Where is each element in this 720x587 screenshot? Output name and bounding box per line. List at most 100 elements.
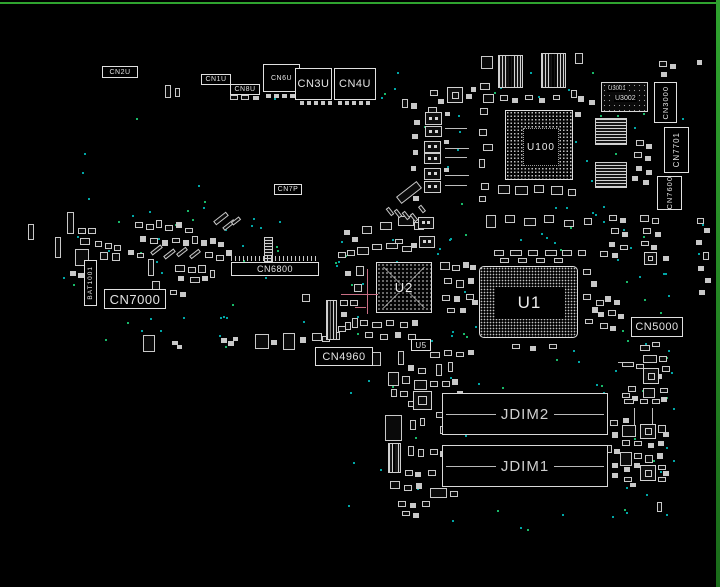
component-BAT1001[interactable]: BAT1001 (84, 260, 97, 306)
component-part[interactable] (643, 355, 657, 363)
component-part[interactable] (658, 477, 666, 482)
component-part[interactable] (656, 374, 662, 379)
component-part[interactable] (210, 238, 216, 244)
component-part[interactable] (705, 278, 711, 283)
component-part[interactable] (658, 465, 666, 470)
component-CN7600[interactable]: CN7600 (657, 176, 682, 210)
component-part[interactable] (623, 418, 629, 423)
component-part[interactable] (643, 388, 655, 398)
component-part[interactable] (70, 271, 76, 276)
component-part[interactable] (328, 101, 332, 105)
component-qfn[interactable] (644, 252, 657, 265)
component-part[interactable] (413, 513, 419, 518)
component-ic[interactable] (424, 153, 441, 164)
component-part[interactable] (192, 236, 198, 244)
component-part[interactable] (634, 453, 642, 459)
component-part[interactable] (466, 94, 472, 99)
component-hatched[interactable] (326, 300, 337, 340)
component-part[interactable] (255, 334, 269, 349)
component-part[interactable] (634, 463, 640, 468)
component-part[interactable] (347, 250, 355, 256)
component-part[interactable] (610, 326, 616, 331)
component-part[interactable] (444, 140, 449, 144)
component-part[interactable] (408, 446, 414, 456)
component-part[interactable] (481, 56, 493, 69)
component-part[interactable] (411, 166, 416, 171)
component-part[interactable] (518, 258, 527, 263)
component-part[interactable] (463, 262, 469, 268)
component-part[interactable] (430, 449, 438, 455)
component-part[interactable] (698, 266, 704, 271)
component-part[interactable] (345, 271, 351, 276)
component-part[interactable] (380, 222, 392, 230)
component-part[interactable] (468, 278, 474, 284)
component-part[interactable] (498, 185, 510, 194)
component-part-angled[interactable] (417, 204, 427, 214)
component-part[interactable] (341, 312, 347, 317)
component-part[interactable] (479, 196, 486, 202)
component-part[interactable] (600, 251, 608, 257)
component-part[interactable] (620, 245, 628, 250)
component-part[interactable] (624, 399, 634, 404)
component-part[interactable] (165, 225, 173, 231)
component-part[interactable] (624, 467, 630, 472)
component-part[interactable] (481, 183, 489, 190)
component-part[interactable] (177, 345, 182, 349)
component-part[interactable] (553, 95, 560, 100)
component-part[interactable] (658, 441, 664, 446)
component-part[interactable] (622, 440, 630, 446)
component-part[interactable] (338, 101, 342, 105)
component-hatched[interactable] (541, 53, 566, 88)
component-part[interactable] (216, 255, 224, 261)
component-part[interactable] (172, 238, 180, 243)
component-part[interactable] (178, 276, 184, 281)
component-part[interactable] (456, 280, 464, 288)
component-part[interactable] (568, 189, 576, 196)
component-part[interactable] (88, 228, 96, 234)
component-part[interactable] (221, 338, 227, 343)
component-part[interactable] (634, 441, 642, 446)
component-part[interactable] (150, 238, 158, 244)
component-part[interactable] (414, 380, 427, 390)
component-part[interactable] (500, 95, 508, 101)
component-part[interactable] (528, 250, 538, 256)
component-part[interactable] (176, 222, 182, 228)
component-part[interactable] (584, 218, 592, 225)
component-part[interactable] (402, 99, 408, 108)
component-part[interactable] (483, 144, 493, 151)
component-part[interactable] (430, 381, 438, 387)
component-part[interactable] (634, 152, 642, 158)
component-part[interactable] (201, 240, 207, 246)
component-part[interactable] (283, 333, 295, 350)
component-part[interactable] (612, 253, 618, 258)
component-part[interactable] (512, 98, 518, 103)
component-part[interactable] (596, 300, 604, 306)
component-part[interactable] (448, 362, 453, 372)
component-part[interactable] (652, 218, 659, 224)
component-part[interactable] (398, 501, 406, 507)
component-part[interactable] (471, 87, 476, 92)
component-part[interactable] (652, 399, 660, 404)
component-part[interactable] (657, 502, 662, 512)
component-part[interactable] (228, 341, 234, 346)
component-part[interactable] (640, 215, 649, 222)
component-part[interactable] (661, 397, 667, 402)
component-part[interactable] (452, 265, 460, 271)
component-part[interactable] (704, 228, 710, 233)
component-part[interactable] (452, 379, 458, 385)
component-part[interactable] (655, 232, 661, 237)
component-part[interactable] (412, 134, 418, 139)
component-hatched[interactable] (595, 118, 627, 145)
component-part[interactable] (354, 284, 362, 292)
component-part[interactable] (663, 432, 669, 437)
component-part[interactable] (352, 237, 358, 242)
component-part[interactable] (460, 308, 466, 313)
component-qfn[interactable] (447, 87, 463, 103)
component-part[interactable] (544, 215, 554, 223)
component-part[interactable] (410, 420, 416, 430)
component-part[interactable] (388, 372, 399, 386)
chip-U2[interactable]: U2 (376, 262, 432, 313)
component-U5[interactable]: U5 (411, 339, 431, 351)
component-part[interactable] (143, 335, 155, 352)
